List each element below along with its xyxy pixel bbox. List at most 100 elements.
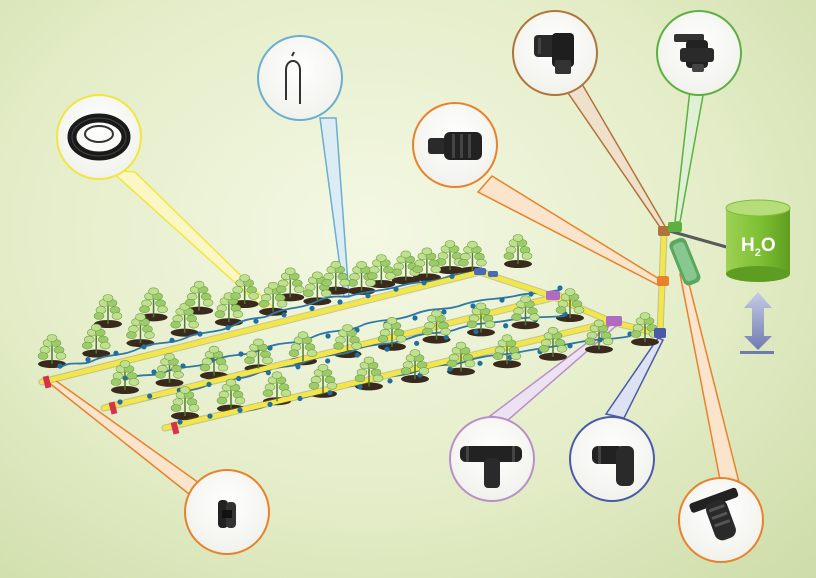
emitter-dot (297, 395, 303, 402)
emitter-dot (180, 363, 186, 369)
emitter-dot (113, 350, 119, 356)
tank-label-o: O (761, 235, 776, 256)
plant-icon (538, 326, 568, 357)
plant-icon (367, 254, 396, 284)
plant-icon (400, 349, 430, 379)
end-clip-2 (108, 401, 118, 415)
emitter-dot (206, 381, 212, 387)
plant-icon (37, 334, 67, 364)
emitter-dot (197, 331, 203, 337)
emitter-dot (473, 329, 479, 335)
plant-icon (275, 267, 305, 298)
emitter-dot (499, 297, 505, 303)
emitter-dot (253, 318, 259, 324)
drip-line-1 (59, 271, 481, 369)
height-arrow-icon (740, 292, 774, 354)
emitter-dot (295, 364, 301, 370)
emitter-dot (384, 346, 390, 352)
emitter-dot (207, 413, 213, 419)
tee-fitting-1 (546, 291, 560, 300)
plant-icon (93, 294, 123, 324)
plant-icon (511, 295, 540, 326)
coil-icon (67, 113, 131, 161)
callout-hold-down-stake (257, 35, 343, 121)
emitter-dot (441, 309, 447, 315)
coupler-icon (428, 132, 482, 160)
plant-icon (303, 271, 332, 302)
emitter-dot (597, 337, 603, 343)
emitter-dot (147, 393, 153, 399)
elbow-fitting (654, 328, 666, 338)
tank-label: H2O (741, 235, 776, 259)
emitter-dot (414, 340, 420, 346)
callout-elbow-connector (569, 416, 655, 502)
emitter-dot (337, 299, 343, 305)
plant-icon (126, 313, 155, 344)
valve-icon (674, 34, 714, 72)
riser-elbow (658, 226, 670, 236)
callout-ball-valve (656, 10, 742, 96)
tee-fitting-2 (606, 316, 622, 326)
callout-tubing-coupler (412, 102, 498, 188)
plant-icon (170, 302, 199, 333)
emitter-dot (57, 363, 63, 369)
plant-icon (354, 356, 384, 387)
emitter-dot (85, 357, 91, 363)
emitter-dot (237, 407, 243, 413)
callout-threaded-elbow (512, 10, 598, 96)
callout-tee-connector (449, 416, 535, 502)
stake-icon (285, 51, 301, 104)
emitter-dot (443, 334, 449, 341)
emitter-dot (238, 351, 244, 357)
leader-filter (679, 271, 741, 491)
filter-icon (689, 487, 739, 541)
emitter-dot (393, 286, 399, 292)
tank-outlet-pipe (664, 228, 732, 250)
coupler-1 (474, 268, 486, 275)
emitter-dot (236, 375, 242, 382)
plant-icon (288, 331, 318, 362)
plant-icon (230, 274, 259, 304)
callout-bubbles (56, 10, 764, 563)
plant-icon (555, 288, 585, 318)
coupler-2 (488, 271, 498, 277)
emitter-dot (309, 305, 315, 311)
emitter-dot (354, 352, 360, 358)
plant-icon (321, 260, 351, 291)
tank-label-sub: 2 (755, 247, 761, 259)
leader-valve (674, 89, 705, 223)
emitter-dot (470, 303, 476, 309)
emitter-dot (141, 344, 147, 350)
plant-icon (492, 334, 522, 365)
plant-icon (412, 247, 442, 278)
plant-icon (584, 319, 614, 350)
emitter-dot (477, 360, 483, 366)
tank-label-h: H (741, 235, 755, 256)
plant-icon (458, 240, 487, 271)
emitter-dot (325, 358, 331, 364)
elbow-icon (592, 446, 634, 486)
emitter-dot (267, 345, 273, 351)
plant-icon (170, 386, 200, 416)
emitter-dot (387, 378, 393, 384)
end-clip-1 (42, 375, 52, 389)
plant-icon (503, 234, 533, 264)
plant-icon (466, 302, 496, 333)
emitter-dot (327, 390, 333, 396)
end-clip-icon (218, 500, 236, 528)
callout-drip-tubing-coil (56, 94, 142, 180)
plant-icon (333, 324, 362, 354)
plant-icon (244, 338, 273, 369)
emitter-dot (447, 366, 453, 372)
emitter-dot (267, 401, 273, 407)
plant-icon (435, 240, 465, 270)
water-tank: H2O (725, 199, 791, 282)
emitter-dot (281, 312, 287, 318)
lateral-pipe-1 (39, 269, 483, 385)
valve-fitting (668, 222, 682, 232)
emitter-dot (421, 280, 427, 286)
tee-icon (460, 446, 522, 488)
emitter-dot (265, 370, 271, 376)
